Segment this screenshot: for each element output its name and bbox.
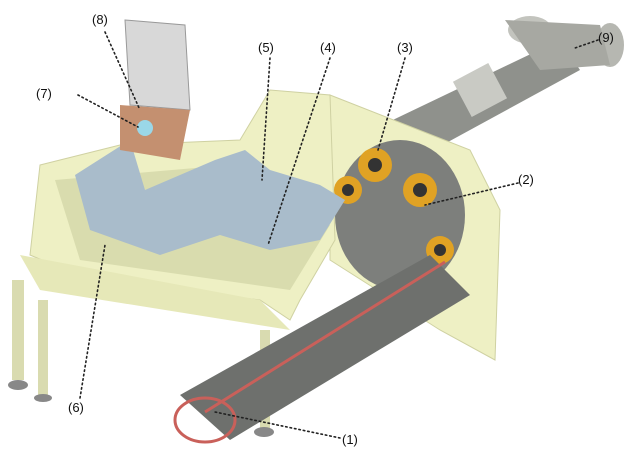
label-8: (8) (92, 12, 108, 27)
label-2: (2) (518, 172, 534, 187)
label-7: (7) (36, 86, 52, 101)
reflector-plate (75, 140, 345, 255)
flange-disk (335, 140, 465, 290)
label-4: (4) (320, 40, 336, 55)
label-5: (5) (258, 40, 274, 55)
camera-unit (120, 19, 191, 160)
label-6: (6) (68, 400, 84, 415)
label-9: (9) (598, 30, 614, 45)
label-1: (1) (342, 432, 358, 447)
lamp-tube (173, 255, 470, 444)
label-3: (3) (397, 40, 413, 55)
leader-lines (77, 31, 599, 439)
electrodes (334, 148, 454, 264)
